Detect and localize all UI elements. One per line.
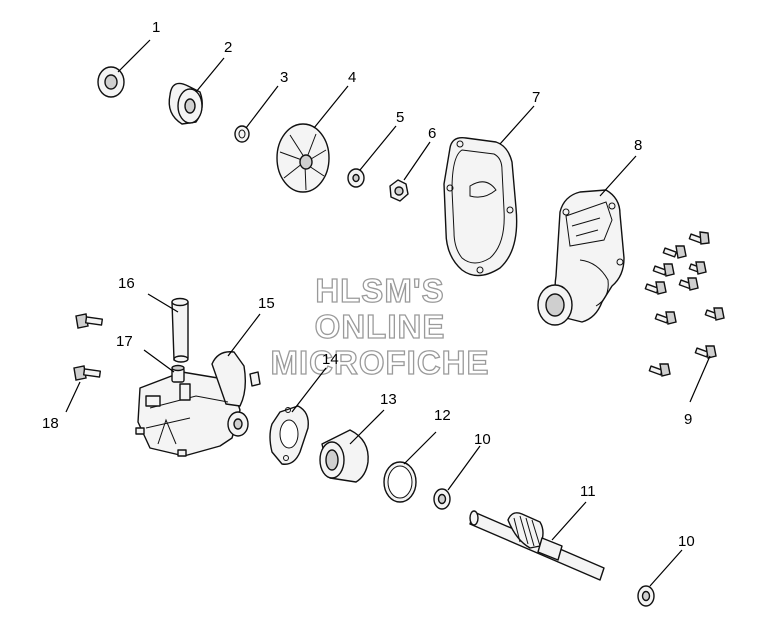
leader-17	[143, 349, 175, 373]
part-7-gasket[interactable]	[443, 137, 518, 277]
callout-2: 2	[224, 39, 232, 56]
part-4-impeller[interactable]	[276, 123, 330, 193]
watermark: HLSM'S ONLINE MICROFICHE	[270, 271, 490, 381]
part-11-gear-shaft[interactable]	[469, 510, 605, 581]
callout-1: 1	[152, 19, 160, 36]
callout-16: 16	[118, 275, 135, 292]
callout-3: 3	[280, 69, 288, 86]
leader-10b	[649, 549, 683, 587]
callout-13: 13	[380, 391, 397, 408]
part-14-gasket[interactable]	[269, 405, 309, 465]
leader-7	[499, 105, 535, 145]
part-10-washer-upper[interactable]	[433, 488, 451, 510]
callout-5: 5	[396, 109, 404, 126]
part-15-pump-body[interactable]	[135, 351, 261, 457]
leader-2	[195, 57, 225, 93]
callout-12: 12	[434, 407, 451, 424]
callout-7: 7	[532, 89, 540, 106]
part-17-fitting[interactable]	[171, 364, 185, 383]
callout-6: 6	[428, 125, 436, 142]
leader-18	[65, 381, 81, 413]
callout-4: 4	[348, 69, 356, 86]
part-8-pump-housing[interactable]	[537, 189, 625, 326]
leader-lines	[65, 39, 711, 587]
callout-10b: 10	[678, 533, 695, 550]
leader-14	[291, 367, 327, 413]
part-10-washer-lower[interactable]	[637, 585, 655, 607]
part-16-tube[interactable]	[171, 297, 189, 363]
leader-3	[245, 85, 279, 129]
watermark-line-3: MICROFICHE	[271, 344, 490, 381]
callout-18: 18	[42, 415, 59, 432]
part-18-bolts[interactable]	[73, 313, 104, 381]
watermark-line-2: ONLINE	[315, 308, 446, 345]
callout-10a: 10	[474, 431, 491, 448]
part-1-seal[interactable]	[97, 66, 125, 98]
part-12-oring[interactable]	[383, 461, 417, 503]
leader-13	[349, 409, 385, 445]
callout-15: 15	[258, 295, 275, 312]
callout-8: 8	[634, 137, 642, 154]
leader-12	[403, 431, 437, 465]
watermark-line-1: HLSM'S	[315, 272, 444, 309]
leader-5	[359, 125, 397, 171]
part-5-washer[interactable]	[347, 168, 365, 188]
leader-1	[117, 39, 151, 73]
part-13-bushing[interactable]	[319, 429, 369, 483]
callout-labels: 1 2 3 4 5 6 7 8 9 10 10 11 12 13 14 15 1…	[42, 19, 695, 550]
leader-11	[551, 501, 587, 541]
part-6-nut[interactable]	[389, 179, 409, 202]
leader-6	[403, 141, 431, 181]
callout-17: 17	[116, 333, 133, 350]
part-9-bolts[interactable]	[644, 231, 725, 377]
callout-11: 11	[580, 483, 596, 500]
leader-10a	[447, 445, 481, 491]
leader-16	[147, 293, 179, 313]
part-2-bearing[interactable]	[168, 82, 203, 125]
part-3-oring[interactable]	[234, 125, 250, 143]
callout-14: 14	[322, 351, 339, 368]
callout-9: 9	[684, 411, 692, 428]
leader-15	[227, 313, 261, 357]
leader-9	[689, 355, 711, 403]
leader-8	[599, 155, 637, 197]
leader-4	[313, 85, 349, 129]
